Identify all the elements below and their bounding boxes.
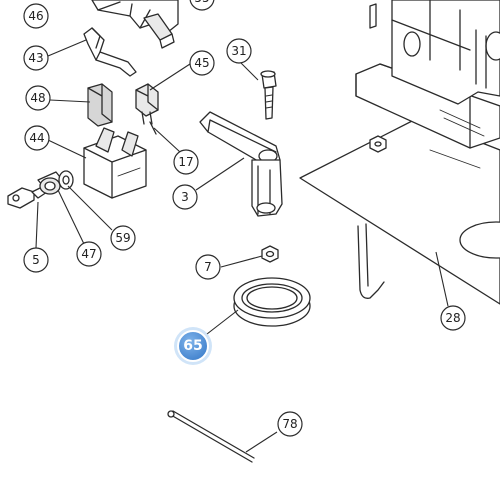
callout-5: 5 — [23, 247, 49, 273]
callout-45: 45 — [189, 50, 215, 76]
part-44-lock-housing — [83, 127, 147, 199]
callout-5-label: 5 — [32, 253, 40, 267]
callout-31: 31 — [226, 38, 252, 64]
part-17-pin — [149, 121, 157, 135]
callout-17: 17 — [173, 149, 199, 175]
part-43-strip-bracket — [83, 27, 137, 77]
callout-3: 3 — [172, 184, 198, 210]
callout-55-label: 55 — [194, 0, 209, 5]
part-78-long-pin — [167, 410, 255, 463]
callout-28-label: 28 — [445, 311, 460, 325]
callout-65-label: 65 — [183, 338, 202, 354]
callout-55: 55 — [189, 0, 215, 11]
callout-44-label: 44 — [29, 131, 44, 145]
callout-7: 7 — [195, 254, 221, 280]
callout-46-label: 46 — [28, 9, 43, 23]
callout-78-label: 78 — [282, 417, 297, 431]
callout-47: 47 — [76, 241, 102, 267]
callout-3-label: 3 — [181, 190, 189, 204]
part-45-clip — [135, 83, 159, 125]
part-28-base-plate — [299, 117, 500, 305]
housing-upper — [355, 0, 500, 153]
callout-59-label: 59 — [115, 231, 130, 245]
callout-48: 48 — [25, 85, 51, 111]
callout-45-label: 45 — [194, 56, 209, 70]
callout-44: 44 — [24, 125, 50, 151]
part-48-tag — [87, 83, 113, 127]
callout-7-label: 7 — [204, 260, 212, 274]
callout-78: 78 — [277, 411, 303, 437]
part-3-lever-arm — [199, 111, 283, 217]
part-59-washer — [58, 170, 74, 190]
part-46-bracket — [91, 0, 179, 49]
callout-17-label: 17 — [178, 155, 193, 169]
callout-46: 46 — [23, 3, 49, 29]
callout-65-highlighted[interactable]: 65 — [174, 327, 212, 365]
part-7-nut — [261, 245, 279, 263]
callout-28: 28 — [440, 305, 466, 331]
callout-43-label: 43 — [28, 51, 43, 65]
leader-lines — [35, 39, 449, 453]
callout-31-label: 31 — [231, 44, 246, 58]
callout-59: 59 — [110, 225, 136, 251]
part-31-bolt — [260, 70, 277, 120]
callout-47-label: 47 — [81, 247, 96, 261]
part-65-seal-ring — [233, 277, 311, 327]
callout-48-label: 48 — [30, 91, 45, 105]
callout-43: 43 — [23, 45, 49, 71]
